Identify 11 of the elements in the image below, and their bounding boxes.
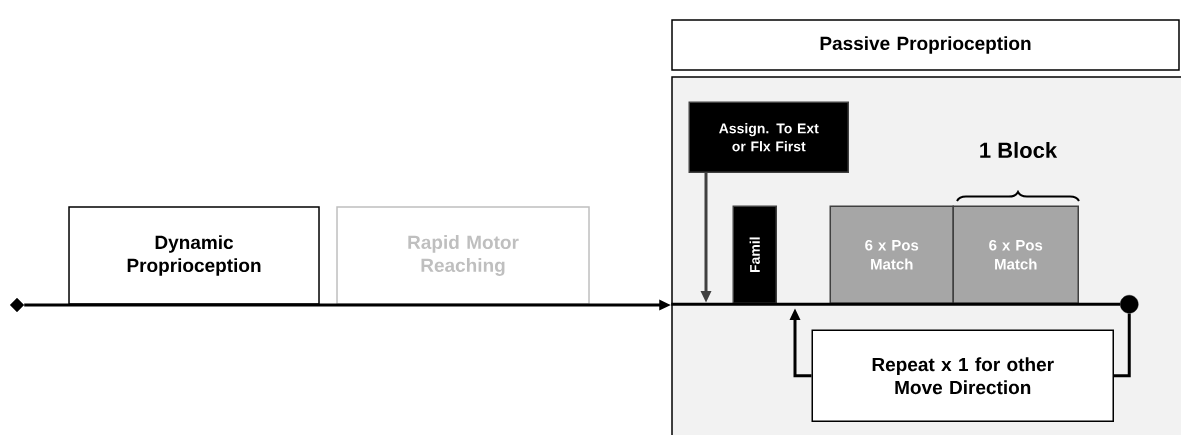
process-box: 6 x Pos Match (952, 205, 1079, 304)
process-box: Dynamic Proprioception (68, 206, 320, 305)
brace-label: 1 Block (980, 141, 1058, 159)
note-box: Assign. To Ext or Flx First (688, 101, 849, 173)
start-diamond (9, 297, 25, 313)
process-box: 6 x Pos Match (829, 205, 954, 304)
process-box: Rapid Motor Reaching (336, 206, 590, 305)
process-box: Famil (732, 205, 777, 304)
note-box: Repeat x 1 for other Move Direction (811, 329, 1114, 422)
heading-box: Passive Proprioception (671, 19, 1180, 71)
end-dot (1120, 295, 1139, 314)
